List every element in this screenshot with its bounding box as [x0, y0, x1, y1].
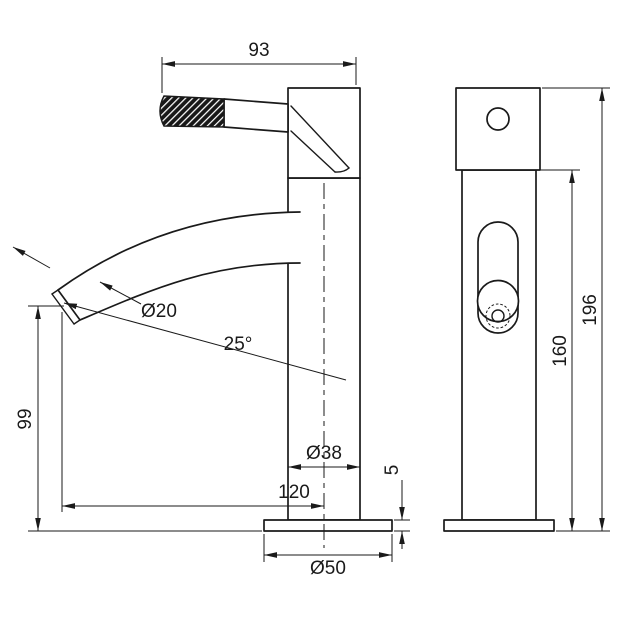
aerator-face	[51, 293, 75, 325]
dim-label-20: Ø20	[141, 301, 177, 322]
flow-direction-arrow	[12, 246, 51, 269]
leader-line	[99, 281, 142, 305]
spout-front-circle	[476, 279, 520, 323]
side-base-plate	[263, 519, 393, 532]
dimension-total-height: 196	[542, 87, 610, 532]
handle-lever-shaft	[223, 98, 289, 133]
dim-label-5: 5	[382, 465, 403, 476]
dimension-base-diameter: Ø50	[263, 534, 393, 579]
front-base-plate	[443, 519, 555, 532]
dimension-body-height: 160	[538, 169, 580, 531]
front-view	[443, 87, 555, 532]
angle-reference-line	[63, 302, 347, 381]
aerator-knurled-ring	[485, 303, 511, 329]
dim-label-160: 160	[550, 335, 571, 367]
spout-aerator-tip	[51, 289, 81, 325]
dim-label-50: Ø50	[310, 558, 346, 579]
dimension-spout-reach: 120	[61, 312, 324, 512]
dim-label-25deg: 25°	[224, 334, 253, 355]
dimension-base-thickness: 5	[382, 465, 410, 549]
dimension-spout-angle: 25°	[63, 302, 347, 381]
lever-cone	[290, 105, 350, 173]
cone-base-arc	[334, 167, 350, 173]
handle-screw-circle	[486, 107, 510, 131]
cone-edge	[290, 130, 336, 173]
dim-label-38: Ø38	[306, 443, 342, 464]
handle-grip-knurled	[159, 95, 225, 128]
cone-edge	[290, 105, 350, 169]
spout	[57, 211, 301, 321]
side-top-housing	[287, 87, 361, 179]
dim-label-196: 196	[580, 294, 601, 326]
side-view	[51, 87, 393, 548]
dim-label-99: 99	[15, 408, 36, 429]
dim-label-93: 93	[248, 40, 269, 61]
dimension-spout-height: 99	[15, 305, 262, 532]
dim-label-120: 120	[278, 482, 310, 503]
aerator-edge	[51, 289, 59, 295]
aerator-inner-circle	[491, 309, 505, 323]
dimension-handle-length: 93	[161, 40, 357, 93]
dimension-spout-diameter: Ø20	[99, 281, 177, 322]
dimension-body-diameter: Ø38	[288, 443, 360, 470]
aerator-edge	[73, 319, 81, 325]
